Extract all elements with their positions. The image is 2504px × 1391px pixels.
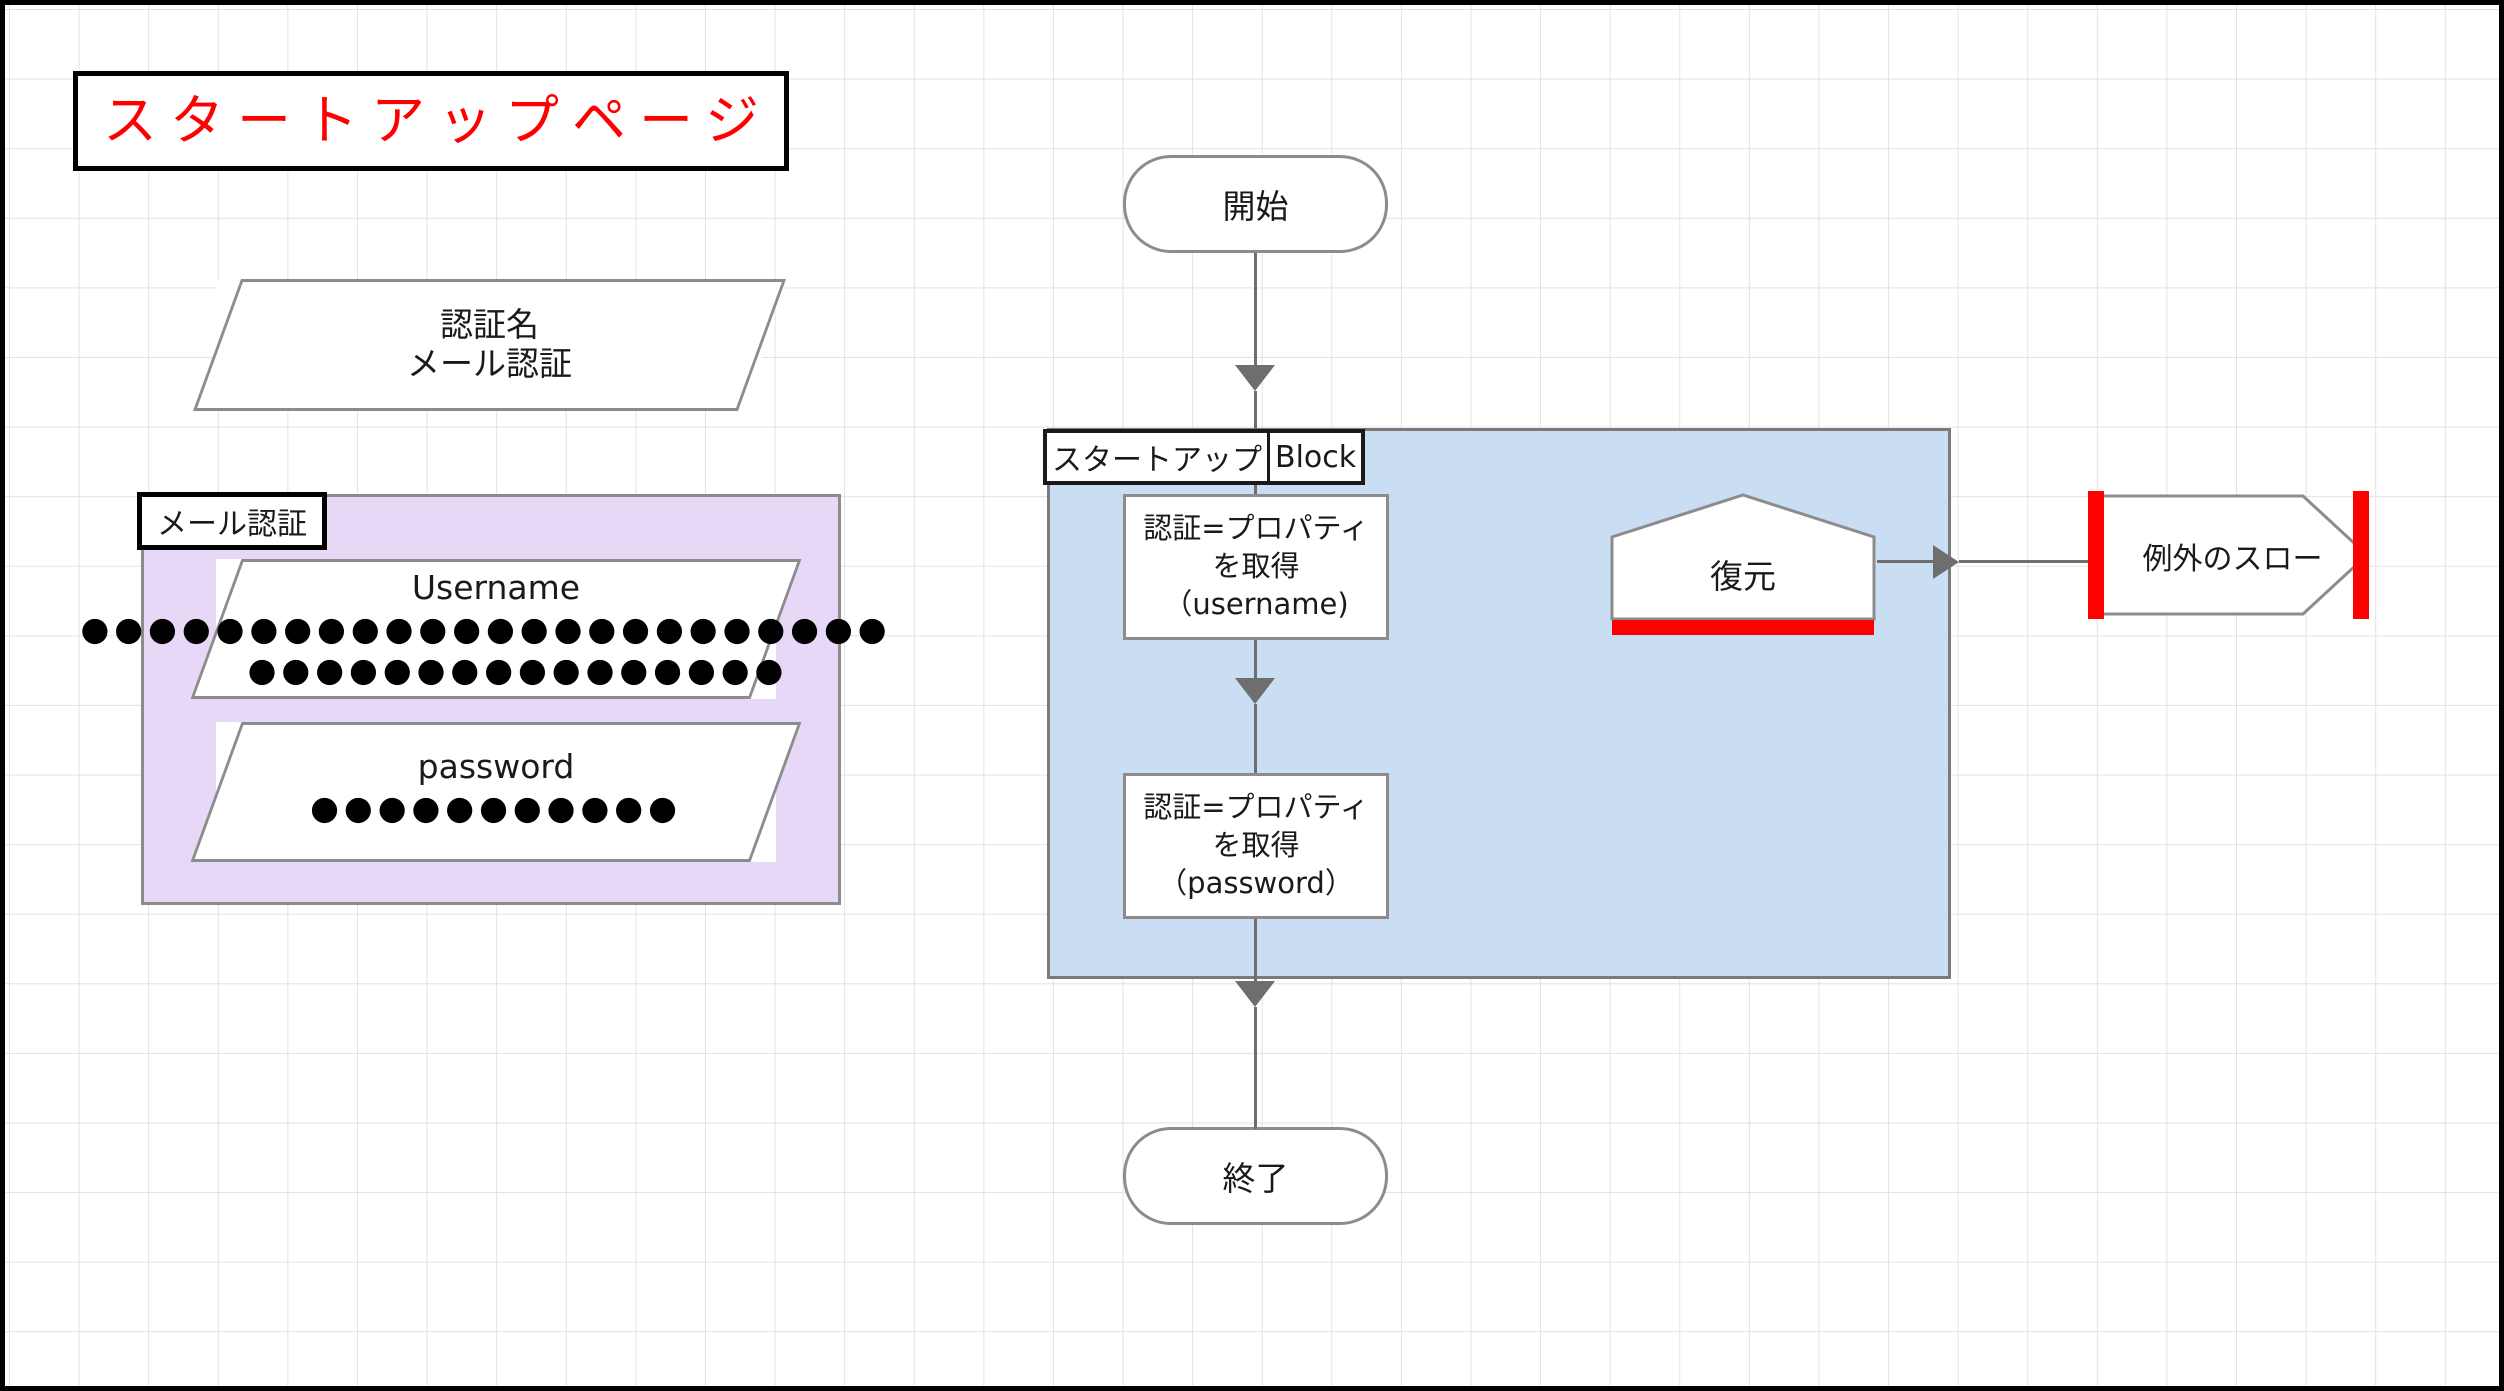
startup-block-label-kind: Block: [1275, 439, 1357, 475]
throw-exception-red-bar-left: [2088, 491, 2104, 619]
username-field-shape[interactable]: Username ●●●●●●●●●●●●●●●●●●●●●●●● ●●●●●●…: [80, 559, 887, 699]
connector-restore-to-exception-tail: [1959, 560, 2099, 563]
end-node-label: 終了: [1222, 1159, 1289, 1198]
connector-username-to-password-tail: [1254, 704, 1257, 776]
end-node[interactable]: 終了: [1123, 1127, 1388, 1225]
startup-block-label: スタートアップ Block: [1043, 429, 1366, 485]
get-username-line2: を取得: [1212, 549, 1300, 584]
connector-start-to-block: [1254, 253, 1257, 383]
start-node[interactable]: 開始: [1123, 155, 1388, 253]
password-label: password: [417, 747, 575, 786]
get-username-line3: （username): [1163, 586, 1349, 621]
password-field-shape[interactable]: password ●●●●●●●●●●●: [190, 722, 802, 862]
auth-name-shape[interactable]: 認証名 メール認証: [192, 279, 787, 411]
username-masked-value-line1: ●●●●●●●●●●●●●●●●●●●●●●●●: [80, 608, 892, 648]
restore-node-label: 復元: [1710, 557, 1776, 596]
auth-name-line2: メール認証: [407, 344, 572, 383]
throw-exception-red-bar-right: [2353, 491, 2369, 619]
throw-exception-node[interactable]: 例外のスロー: [2088, 491, 2370, 619]
page-title-box: スタートアップページ: [73, 71, 789, 171]
connector-restore-to-exception: [1877, 560, 1937, 563]
username-masked-value-line2: ●●●●●●●●●●●●●●●●: [247, 650, 789, 690]
connector-password-to-end-tail: [1254, 1007, 1257, 1129]
startup-block-label-main: スタートアップ: [1052, 443, 1262, 478]
connector-password-to-end: [1254, 916, 1257, 984]
arrowhead-start-to-block: [1235, 365, 1275, 391]
auth-name-line1: 認証名: [440, 305, 539, 345]
get-password-line2: を取得: [1212, 828, 1300, 863]
startup-block-label-divider: [1267, 433, 1270, 481]
email-auth-container-label-text: メール認証: [157, 507, 307, 542]
arrowhead-username-to-password: [1235, 678, 1275, 704]
connector-username-to-password: [1254, 637, 1257, 683]
throw-exception-node-label: 例外のスロー: [2142, 542, 2323, 577]
arrowhead-password-to-end: [1235, 981, 1275, 1007]
password-masked-value-line1: ●●●●●●●●●●●: [310, 787, 682, 827]
start-node-label: 開始: [1222, 187, 1289, 226]
restore-node[interactable]: 復元: [1609, 492, 1877, 635]
get-password-line3: （password）: [1158, 865, 1354, 900]
get-username-line1: 認証=プロパティ: [1143, 511, 1369, 546]
get-username-property-box[interactable]: 認証=プロパティ を取得 （username): [1123, 494, 1389, 640]
restore-shape-icon: [1610, 493, 1876, 621]
username-label: Username: [411, 568, 581, 607]
page-title: スタートアップページ: [103, 89, 772, 152]
email-auth-container-label: メール認証: [137, 492, 327, 550]
arrowhead-restore-to-exception: [1933, 545, 1959, 579]
get-password-line1: 認証=プロパティ: [1143, 790, 1369, 825]
restore-red-accent-bar: [1612, 620, 1874, 635]
get-password-property-box[interactable]: 認証=プロパティ を取得 （password）: [1123, 773, 1389, 919]
